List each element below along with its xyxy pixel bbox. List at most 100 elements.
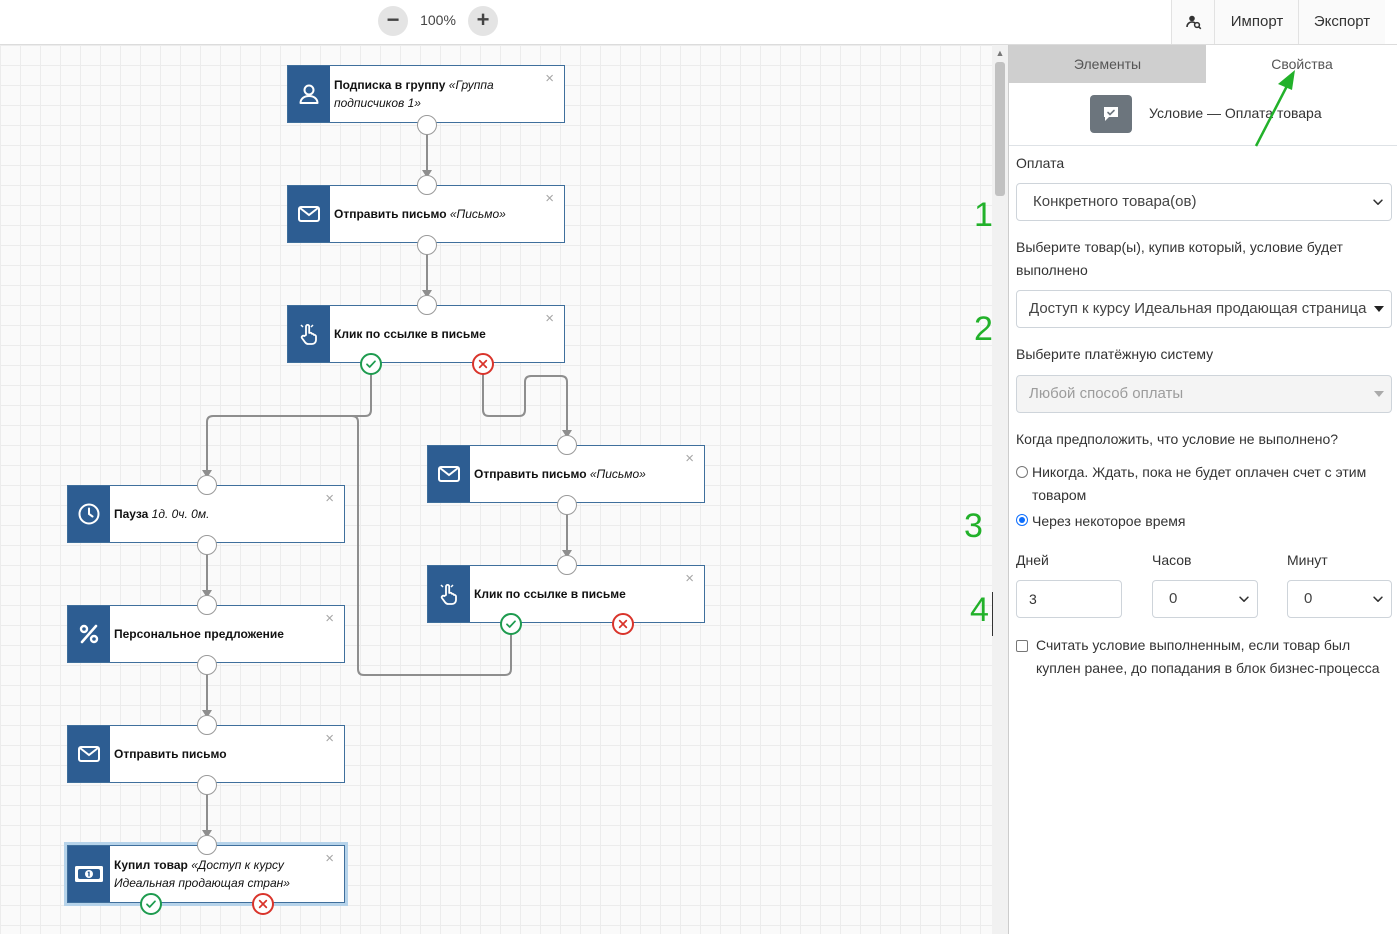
annotation-marker-3: 3 <box>964 507 983 545</box>
tab-elements[interactable]: Элементы <box>1009 45 1206 83</box>
node-close-icon[interactable]: × <box>545 310 554 327</box>
output-port[interactable] <box>417 235 437 255</box>
node-close-icon[interactable]: × <box>545 70 554 87</box>
node-label: Пауза 1д. 0ч. 0м. <box>114 486 318 542</box>
input-port[interactable] <box>417 175 437 195</box>
chevron-down-icon <box>1237 592 1251 606</box>
connector-lines <box>202 134 572 838</box>
cross-icon <box>255 896 271 912</box>
node-icon-box <box>68 606 110 662</box>
output-port[interactable] <box>417 115 437 135</box>
days-input[interactable]: 3 <box>1016 580 1122 618</box>
annotation-marker-2: 2 <box>974 310 993 348</box>
minutes-select[interactable]: 0 <box>1287 580 1392 618</box>
radio-after-time[interactable] <box>1016 514 1028 526</box>
cross-icon <box>475 356 491 372</box>
canvas-scrollbar[interactable] <box>992 45 1008 934</box>
radio-never[interactable] <box>1016 466 1028 478</box>
input-port[interactable] <box>197 595 217 615</box>
node-icon-box <box>68 846 110 902</box>
condition-icon-box <box>1090 95 1132 133</box>
scrollbar-thumb[interactable] <box>995 62 1005 196</box>
node-close-icon[interactable]: × <box>325 730 334 747</box>
check-icon <box>143 896 159 912</box>
fail-port[interactable] <box>612 613 634 635</box>
success-port[interactable] <box>140 893 162 915</box>
cross-icon <box>615 616 631 632</box>
payment-system-placeholder: Любой способ оплаты <box>1029 385 1184 402</box>
fail-port[interactable] <box>472 353 494 375</box>
node-label: Отправить письмо «Письмо» <box>474 446 678 502</box>
check-icon <box>503 616 519 632</box>
workflow-canvas[interactable]: Подписка в группу «Группа подписчиков 1»… <box>0 45 1008 934</box>
envelope-icon <box>77 742 101 766</box>
success-port[interactable] <box>500 613 522 635</box>
annotation-arrow <box>1254 70 1295 147</box>
node-param: «Доступ к курсу Идеальная продающая стра… <box>114 858 290 890</box>
input-port[interactable] <box>197 475 217 495</box>
scroll-up-arrow-icon[interactable]: ▲ <box>995 48 1005 58</box>
chevron-down-icon <box>1371 592 1385 606</box>
node-label: Отправить письмо <box>114 726 318 782</box>
node-title: Купил товар <box>114 858 188 872</box>
export-button[interactable]: Экспорт <box>1298 0 1385 44</box>
zoom-out-button[interactable]: − <box>378 6 408 36</box>
node-label: Персональное предложение <box>114 606 318 662</box>
minutes-value: 0 <box>1304 590 1313 607</box>
days-label: Дней <box>1016 552 1049 568</box>
node-title: Клик по ссылке в письме <box>334 327 486 341</box>
node-title: Персональное предложение <box>114 627 284 641</box>
import-button[interactable]: Импорт <box>1214 0 1299 44</box>
user-search-button[interactable] <box>1171 0 1215 44</box>
annotation-marker-1: 1 <box>974 196 993 234</box>
hours-select[interactable]: 0 <box>1152 580 1258 618</box>
node-icon-box <box>288 306 330 362</box>
input-port[interactable] <box>557 555 577 575</box>
node-icon-box <box>428 566 470 622</box>
percent-icon <box>77 622 101 646</box>
node-param: 1д. 0ч. 0м. <box>151 507 210 521</box>
node-title: Отправить письмо <box>114 747 227 761</box>
node-close-icon[interactable]: × <box>325 850 334 867</box>
purchased-earlier-checkbox[interactable] <box>1016 640 1028 652</box>
node-param: «Группа подписчиков 1» <box>334 78 494 110</box>
money-icon <box>74 864 104 884</box>
output-port[interactable] <box>557 495 577 515</box>
zoom-in-button[interactable]: + <box>468 6 498 36</box>
tab-properties[interactable]: Свойства <box>1206 45 1397 83</box>
payment-type-value: Конкретного товара(ов) <box>1033 193 1197 210</box>
node-close-icon[interactable]: × <box>325 610 334 627</box>
flow-node-link-click[interactable]: Клик по ссылке в письме × <box>287 305 565 363</box>
flow-node-group-subscription[interactable]: Подписка в группу «Группа подписчиков 1»… <box>287 65 565 123</box>
node-close-icon[interactable]: × <box>325 490 334 507</box>
input-port[interactable] <box>197 715 217 735</box>
product-select[interactable]: Доступ к курсу Идеальная продающая стран… <box>1016 290 1392 328</box>
node-close-icon[interactable]: × <box>685 450 694 467</box>
envelope-icon <box>437 462 461 486</box>
fail-port[interactable] <box>252 893 274 915</box>
node-close-icon[interactable]: × <box>545 190 554 207</box>
text-cursor <box>992 592 993 636</box>
output-port[interactable] <box>197 655 217 675</box>
input-port[interactable] <box>197 835 217 855</box>
node-icon-box <box>288 186 330 242</box>
node-label: Клик по ссылке в письме <box>334 306 538 362</box>
radio-never-label: Никогда. Ждать, пока не будет оплачен сч… <box>1032 464 1367 503</box>
success-port[interactable] <box>360 353 382 375</box>
input-port[interactable] <box>557 435 577 455</box>
minutes-label: Минут <box>1287 552 1328 568</box>
payment-type-select[interactable]: Конкретного товара(ов) <box>1016 183 1392 221</box>
chevron-down-icon <box>1371 195 1385 209</box>
product-value: Доступ к курсу Идеальная продающая стран… <box>1029 300 1367 317</box>
node-label: Подписка в группу «Группа подписчиков 1» <box>334 66 538 122</box>
payment-system-select[interactable]: Любой способ оплаты <box>1016 375 1392 413</box>
input-port[interactable] <box>417 295 437 315</box>
node-title: Пауза <box>114 507 149 521</box>
output-port[interactable] <box>197 775 217 795</box>
zoom-level: 100% <box>420 12 456 28</box>
user-icon <box>297 82 321 106</box>
pointer-hand-icon <box>297 322 321 346</box>
output-port[interactable] <box>197 535 217 555</box>
node-close-icon[interactable]: × <box>685 570 694 587</box>
node-icon-box <box>428 446 470 502</box>
